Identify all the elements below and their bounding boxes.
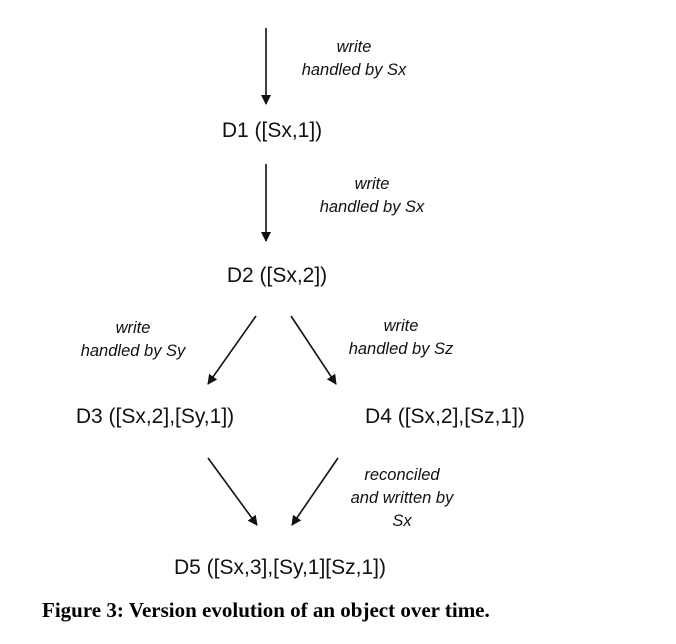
edge-label-d1-d2-line1: write (355, 175, 390, 193)
edge-label-d2-d3-line2: handled by Sy (81, 342, 187, 360)
figure-caption: Figure 3: Version evolution of an object… (42, 598, 490, 622)
edge-label-d4-d5-line2: and written by (351, 489, 455, 507)
edge-label-in-d1-line2: handled by Sx (302, 61, 407, 79)
edge-label-d4-d5-line3: Sx (392, 512, 412, 530)
arrow-d3-to-d5 (207, 457, 258, 526)
arrow-d4-to-d5 (291, 457, 339, 526)
node-d1: D1 ([Sx,1]) (222, 119, 322, 142)
edge-label-d4-d5-line1: reconciled (364, 466, 440, 484)
node-d4: D4 ([Sx,2],[Sz,1]) (365, 405, 525, 428)
node-d2: D2 ([Sx,2]) (227, 264, 327, 287)
arrow-d2-to-d3 (207, 315, 257, 385)
node-d5: D5 ([Sx,3],[Sy,1][Sz,1]) (174, 556, 386, 579)
edge-label-d2-d4-line2: handled by Sz (349, 340, 454, 358)
edge-label-d1-d2-line2: handled by Sx (320, 198, 425, 216)
edge-label-in-d1-line1: write (337, 38, 372, 56)
edge-label-d2-d4-line1: write (384, 317, 419, 335)
node-d3: D3 ([Sx,2],[Sy,1]) (76, 405, 234, 428)
edge-label-d2-d3-line1: write (116, 319, 151, 337)
arrow-d2-to-d4 (290, 315, 337, 385)
